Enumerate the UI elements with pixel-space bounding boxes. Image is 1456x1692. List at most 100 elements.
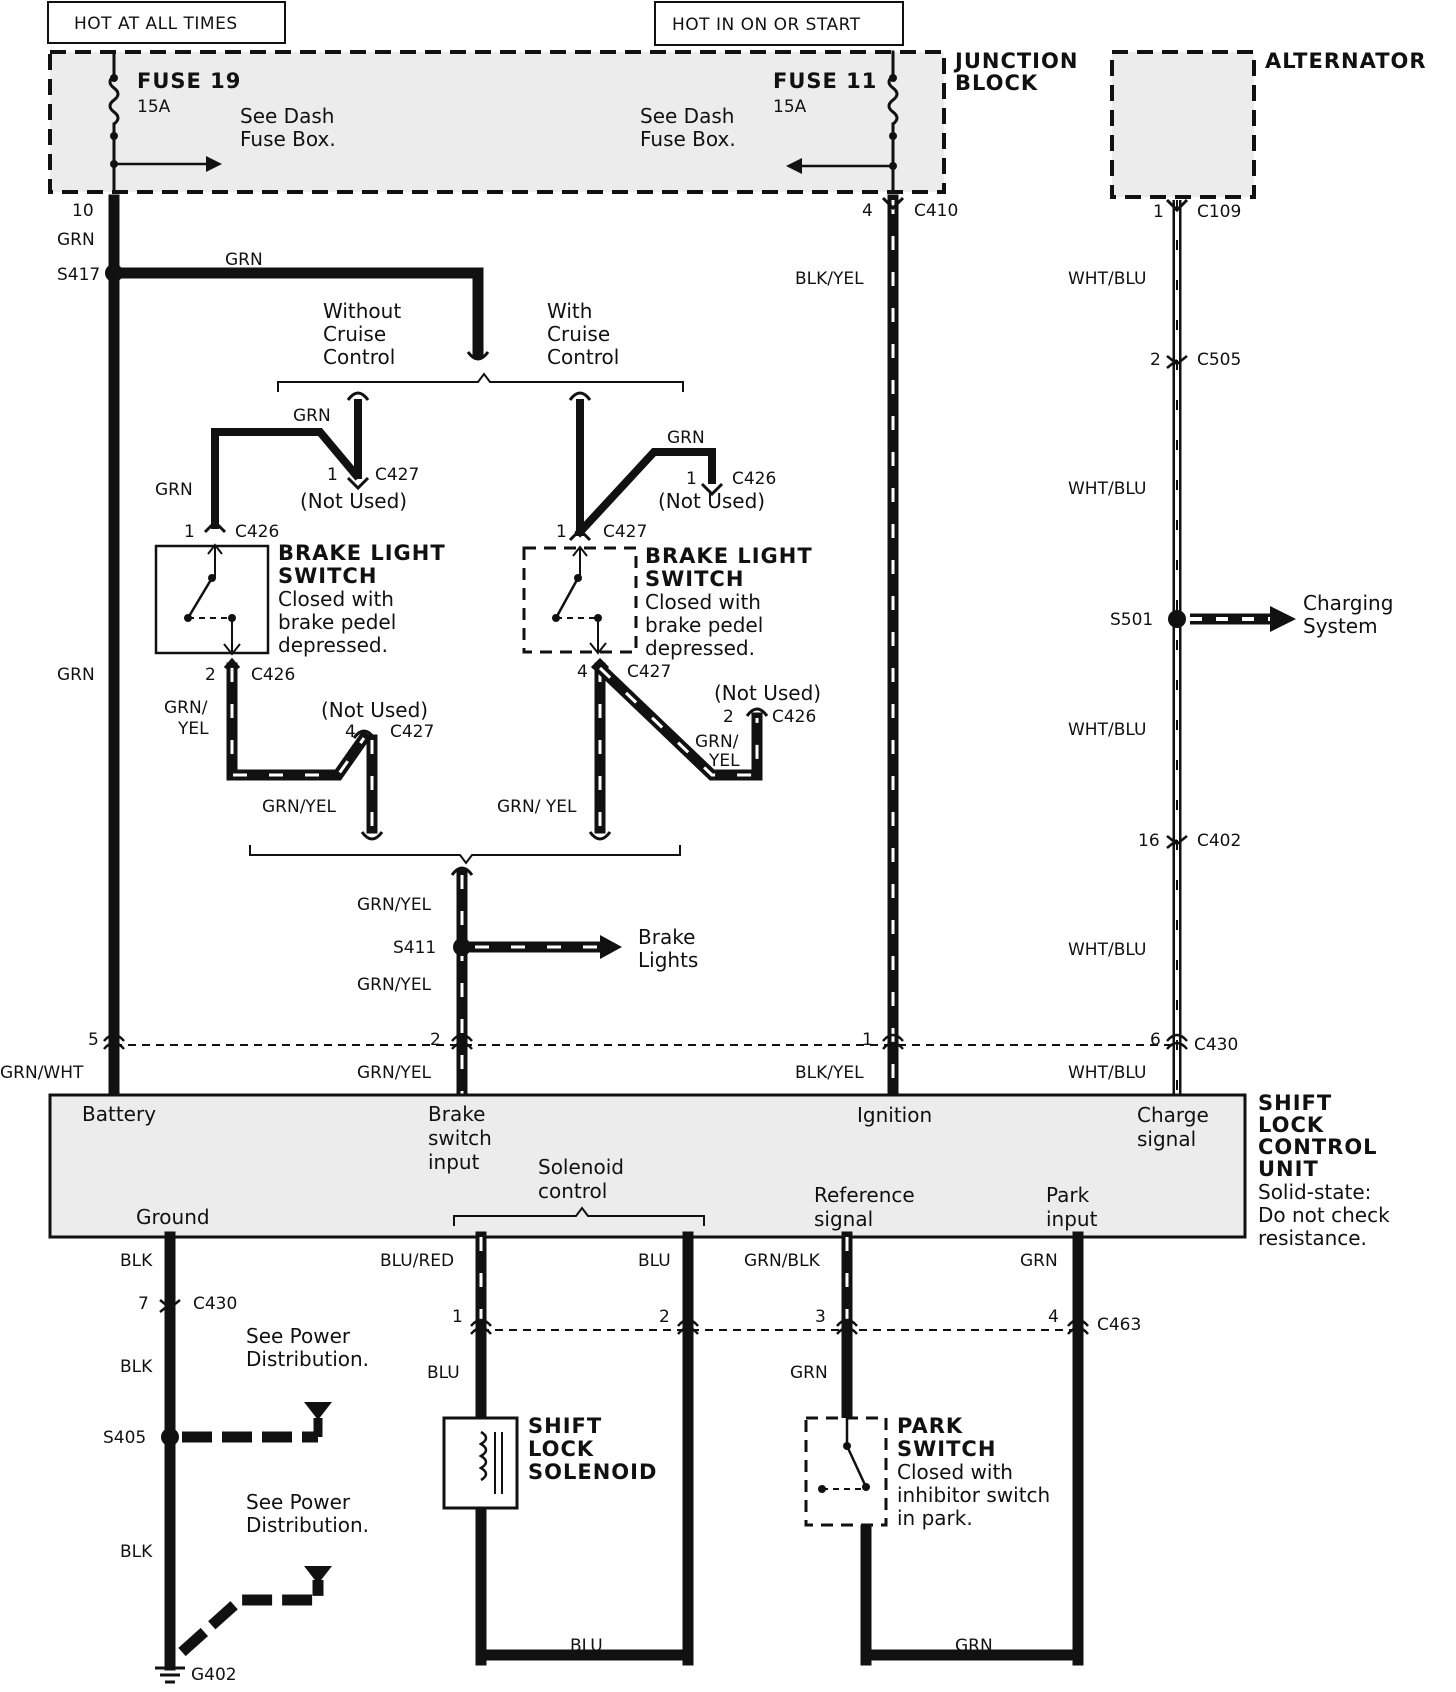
cu-solenoid-1: Solenoid	[538, 1155, 624, 1179]
arrow-right-icon	[600, 935, 622, 959]
brake-switch-title-1-left: BRAKE LIGHT	[278, 541, 446, 565]
fuse-19-note-2: Fuse Box.	[240, 127, 336, 151]
power-dist-b-1: See Power	[246, 1490, 351, 1514]
c427-pin1-without: 1	[327, 465, 338, 485]
c505-label: C505	[1197, 350, 1241, 370]
shift-lock-control-unit: Battery Brake switch input Ignition Char…	[48, 1093, 1247, 1239]
park-switch-title-2: SWITCH	[897, 1437, 996, 1461]
wire-label-wht-blu-4: WHT/BLU	[1068, 940, 1146, 960]
cu-desc-1: Solid-state:	[1258, 1180, 1371, 1204]
c426-pin2-without: 2	[205, 665, 216, 685]
splice-s501-label: S501	[1110, 610, 1153, 630]
cu-reference-2: signal	[814, 1207, 873, 1231]
wire-label-grn-yel-stack-2: YEL	[177, 719, 209, 739]
c402-pin: 16	[1138, 831, 1160, 851]
cu-solenoid-2: control	[538, 1179, 607, 1203]
wire-label-wht-blu-1: WHT/BLU	[1068, 269, 1146, 289]
alternator: ALTERNATOR	[1110, 49, 1427, 199]
not-used-right-bottom: (Not Used)	[714, 681, 821, 705]
c109-label: C109	[1197, 202, 1241, 222]
c430-pin-2: 2	[430, 1030, 441, 1050]
junction-block-label-2: BLOCK	[955, 71, 1038, 95]
wire-label-grn-yel-spaced: GRN/ YEL	[497, 797, 577, 817]
c426-pin1-with: 1	[686, 469, 697, 489]
brake-switch-with-cruise: GRN 1 C426 (Not Used) 1 C427 BRAKE LIGHT…	[497, 391, 821, 841]
park-desc-1: Closed with	[897, 1460, 1013, 1484]
power-dist-b-2: Distribution.	[246, 1513, 369, 1537]
arrow-left-icon	[786, 158, 802, 174]
cu-desc-3: resistance.	[1258, 1226, 1367, 1250]
jb-left-pin: 10	[72, 201, 94, 221]
connector-c430: C430	[103, 1033, 1238, 1055]
cu-ignition: Ignition	[857, 1103, 932, 1127]
park-switch-title-1: PARK	[897, 1414, 963, 1438]
brake-output-bracket	[249, 845, 681, 865]
c426-label-with: C426	[732, 469, 776, 489]
arrow-right-icon	[206, 156, 222, 172]
cu-desc-2: Do not check	[1258, 1203, 1390, 1227]
c430-bottom-label: C430	[193, 1294, 237, 1314]
cu-title-1: SHIFT	[1258, 1091, 1332, 1115]
alternator-label: ALTERNATOR	[1265, 49, 1427, 73]
wire-grn-main: 10 GRN S417 GRN 5 GRN/WHT	[0, 194, 123, 1101]
splice-s501	[1168, 610, 1186, 628]
c430-pin-5: 5	[88, 1030, 99, 1050]
wire-label-grn-yel-c: GRN/YEL	[357, 1063, 432, 1083]
c410-label: C410	[914, 201, 958, 221]
c402-label: C402	[1197, 831, 1241, 851]
without-cruise-3: Control	[323, 345, 395, 369]
wire-label-grn-c427: GRN	[293, 406, 331, 426]
c505-pin: 2	[1150, 350, 1161, 370]
wire-label-grn-yel-a: GRN/YEL	[357, 895, 432, 915]
not-used-left-bottom: (Not Used)	[321, 698, 428, 722]
wire-blk-yel-ignition: 4 C410 BLK/YEL 1 BLK/YEL	[795, 194, 958, 1101]
power-dist-a-1: See Power	[246, 1324, 351, 1348]
c427-label-without: C427	[375, 465, 419, 485]
c463-pin-2: 2	[659, 1307, 670, 1327]
solenoid-label-2: LOCK	[528, 1437, 594, 1461]
wire-label-grn-right: GRN	[1020, 1251, 1058, 1271]
cu-reference-1: Reference	[814, 1183, 915, 1207]
wire-label-blk-yel-top: BLK/YEL	[795, 269, 864, 289]
c430-pin-1: 1	[862, 1030, 873, 1050]
fuse-11-rating: 15A	[773, 97, 807, 117]
wire-label-wht-blu-2: WHT/BLU	[1068, 479, 1146, 499]
cu-title-3: CONTROL	[1258, 1135, 1378, 1159]
fuse-19-name: FUSE 19	[137, 69, 241, 93]
brake-switch-desc-3-left: depressed.	[278, 633, 388, 657]
splice-s411-label: S411	[393, 938, 436, 958]
brake-switch-without-cruise: GRN 1 C427 (Not Used) GRN 1 C426 BRAKE L…	[154, 391, 446, 841]
fuse-11-note-1: See Dash	[640, 104, 734, 128]
c463-pin-1: 1	[452, 1307, 463, 1327]
wire-grn-branch: GRN	[108, 250, 490, 361]
c463-pin-3: 3	[815, 1307, 826, 1327]
c427-pin4-with: 4	[577, 662, 588, 682]
wire-label-blk-yel-bottom: BLK/YEL	[795, 1063, 864, 1083]
c426-pin2-with: 2	[723, 707, 734, 727]
wire-label-grn-yel-right-1: GRN/	[695, 732, 739, 752]
charging-system-1: Charging	[1303, 591, 1393, 615]
brake-lights-1: Brake	[638, 925, 695, 949]
wire-label-wht-blu-3: WHT/BLU	[1068, 720, 1146, 740]
solenoid-label-3: SOLENOID	[528, 1460, 657, 1484]
wire-label-grn-park: GRN	[790, 1363, 828, 1383]
wire-label-wht-blu-5: WHT/BLU	[1068, 1063, 1146, 1083]
c427-label-without-2: C427	[390, 722, 434, 742]
c430-bottom-pin: 7	[138, 1294, 149, 1314]
wire-label-blu-bottom: BLU	[570, 1636, 603, 1656]
hot-in-on-or-start-label: HOT IN ON OR START	[672, 15, 861, 35]
wire-label-grn-blk: GRN/BLK	[744, 1251, 821, 1271]
ground-circuit: BLK 7 C430 BLK See Power Distribution. S…	[103, 1231, 369, 1685]
park-desc-3: in park.	[897, 1506, 973, 1530]
cu-park-1: Park	[1046, 1183, 1090, 1207]
park-switch-circuit: GRN/BLK GRN GRN GRN PARK SWITCH Closed w…	[744, 1231, 1084, 1666]
not-used-right-top: (Not Used)	[658, 489, 765, 513]
hot-in-on-or-start-box: HOT IN ON OR START	[654, 1, 904, 46]
brake-switch-title-1-right: BRAKE LIGHT	[645, 544, 813, 568]
cu-charge-1: Charge	[1137, 1103, 1209, 1127]
cu-park-2: input	[1046, 1207, 1098, 1231]
solenoid-label-1: SHIFT	[528, 1414, 602, 1438]
brake-switch-desc-3-right: depressed.	[645, 636, 755, 660]
splice-s405-label: S405	[103, 1428, 146, 1448]
brake-switch-box	[154, 544, 270, 655]
